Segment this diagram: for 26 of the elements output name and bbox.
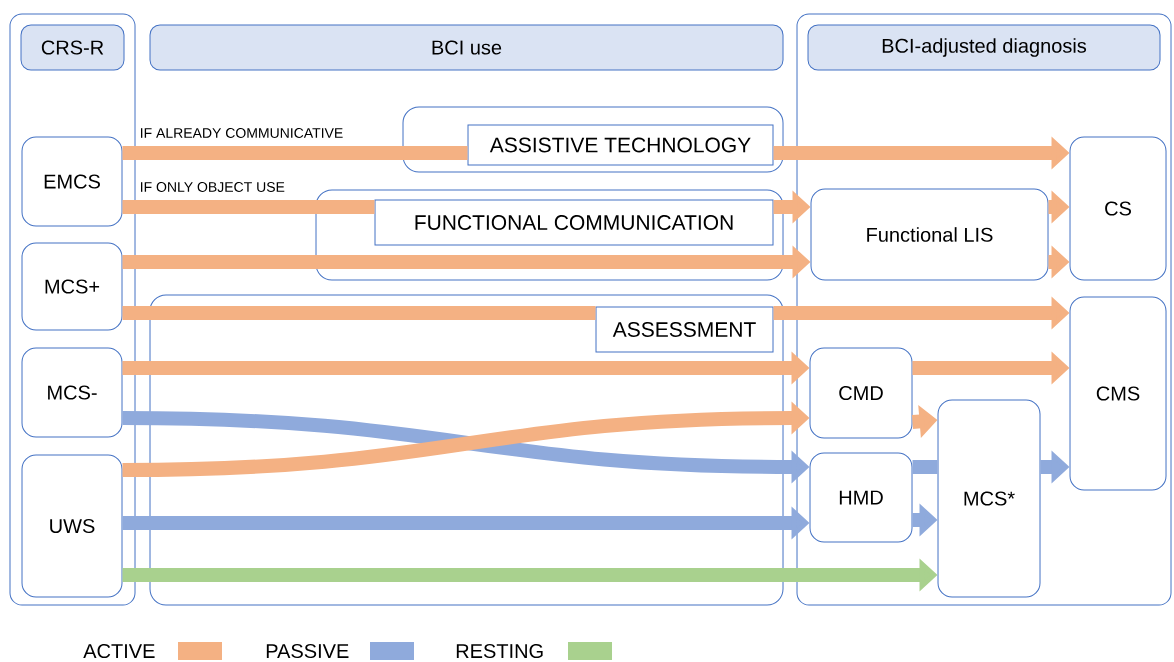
connector-line: [122, 200, 375, 214]
label-box: ASSISTIVE TECHNOLOGY: [467, 124, 774, 166]
rounded-band: [402, 106, 784, 173]
stage-box: MCS+: [21, 242, 123, 331]
connector-line: [912, 460, 938, 474]
stage-box: EMCS: [21, 136, 123, 227]
stage-box: HMD: [809, 452, 913, 543]
connector-line: [122, 306, 596, 320]
edge-label: IF ONLY OBJECT USE: [138, 181, 286, 193]
stage-box: CMD: [809, 347, 913, 439]
edge-label: IF ALREADY COMMUNICATIVE: [138, 127, 345, 139]
stage-box: CMS: [1069, 296, 1167, 491]
stage-box: CS: [1069, 136, 1167, 281]
legend-label: ACTIVE: [83, 643, 155, 659]
label-box: FUNCTIONAL COMMUNICATION: [374, 199, 774, 246]
header-pill: BCI use: [149, 24, 784, 71]
label-box: ASSESSMENT: [595, 306, 774, 353]
stage-box: MCS*: [937, 399, 1041, 598]
stage-box: MCS-: [21, 347, 123, 438]
stage-box: Functional LIS: [810, 188, 1049, 281]
legend-label: RESTING: [456, 643, 543, 659]
connector-line: [122, 146, 468, 160]
legend-label: PASSIVE: [266, 643, 349, 659]
rounded-band: [315, 189, 784, 281]
stage-box: UWS: [21, 454, 123, 598]
rounded-band: [149, 294, 784, 606]
